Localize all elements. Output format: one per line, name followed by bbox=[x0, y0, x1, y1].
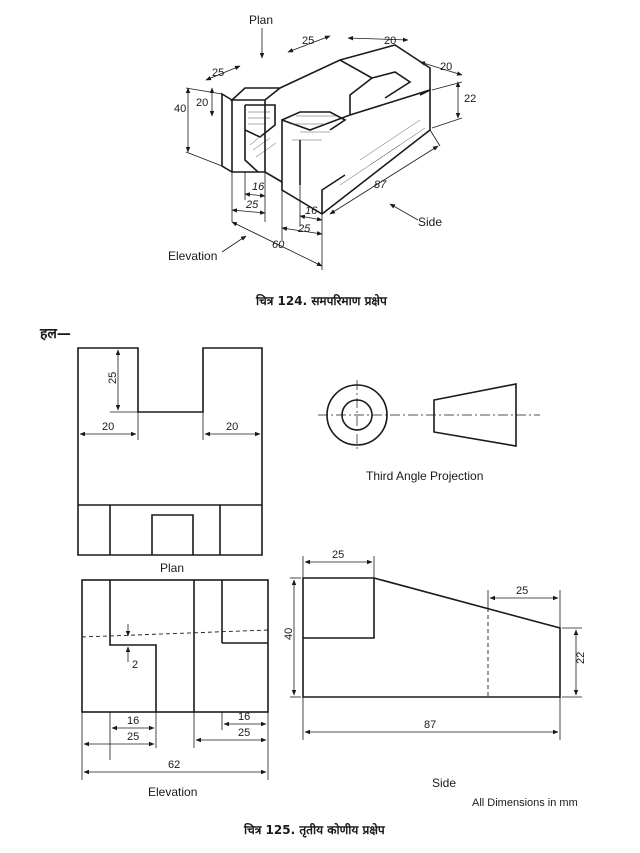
elevation-hidden-line bbox=[81, 629, 269, 638]
iso-left-side-edge bbox=[221, 92, 233, 173]
isometric-dimensions: Plan 25 20 20 22 25 20 40 16 25 bbox=[168, 13, 476, 270]
elev-dim-62: 62 bbox=[168, 759, 180, 771]
side-outline bbox=[302, 577, 561, 698]
iso-plan-label: Plan bbox=[249, 13, 273, 27]
plan-dim-20-left: 20 bbox=[102, 421, 114, 433]
ext-40a bbox=[185, 87, 223, 95]
dim-line-87 bbox=[329, 145, 439, 215]
plan-outline bbox=[77, 347, 263, 556]
elevation-label: Elevation bbox=[148, 785, 197, 799]
side-dim-25-top: 25 bbox=[332, 549, 344, 561]
elev-dim-25-right: 25 bbox=[238, 727, 250, 739]
projection-label: Third Angle Projection bbox=[366, 469, 483, 483]
elevation-arrow bbox=[221, 235, 247, 253]
iso-back-top bbox=[339, 44, 431, 96]
dim-line-25-a bbox=[231, 208, 266, 215]
side-dim-22: 22 bbox=[575, 652, 587, 664]
elev-dim-16-right: 16 bbox=[238, 711, 250, 723]
plan-label: Plan bbox=[160, 561, 184, 575]
iso-right-step bbox=[281, 111, 347, 131]
elevation-left-step bbox=[109, 580, 157, 712]
dim-line-60 bbox=[231, 221, 323, 267]
iso-slope-face bbox=[321, 88, 431, 215]
iso-slope-texture bbox=[339, 119, 426, 186]
dim-line-16-a bbox=[244, 192, 266, 198]
dim-25-a: 25 bbox=[245, 199, 259, 211]
iso-front-corner bbox=[321, 174, 346, 214]
dim-25-left: 25 bbox=[212, 67, 224, 79]
dim-60: 60 bbox=[272, 239, 285, 251]
elevation-view: 2 16 25 16 25 62 Elevation bbox=[81, 579, 269, 799]
elev-dim-16-left: 16 bbox=[127, 715, 139, 727]
dim-25-top: 25 bbox=[302, 35, 314, 47]
dim-line-20-right bbox=[419, 61, 463, 76]
side-dim-25-right: 25 bbox=[516, 585, 528, 597]
symbol-frustum bbox=[433, 383, 517, 447]
iso-left-slot-inner bbox=[244, 104, 276, 138]
iso-left-slot bbox=[244, 105, 259, 173]
ext-87 bbox=[429, 129, 441, 147]
iso-elevation-label: Elevation bbox=[168, 249, 217, 263]
plan-dim-25: 25 bbox=[107, 372, 119, 384]
side-label: Side bbox=[432, 776, 456, 790]
iso-left-top-face bbox=[229, 87, 283, 101]
ext-22a bbox=[431, 81, 463, 91]
side-dim-87: 87 bbox=[424, 719, 436, 731]
dim-line-25-left bbox=[205, 65, 241, 81]
elev-dim-2: 2 bbox=[132, 659, 138, 671]
dim-line-16-b bbox=[299, 214, 323, 222]
dim-line-20-top bbox=[347, 35, 409, 43]
dim-87: 87 bbox=[374, 179, 387, 191]
dim-16-b: 16 bbox=[305, 205, 318, 217]
elev-dim-25-left: 25 bbox=[127, 731, 139, 743]
plan-center-notch bbox=[151, 514, 194, 555]
side-arrow bbox=[389, 203, 419, 221]
solution-label: हल— bbox=[39, 326, 71, 342]
dim-20-left: 20 bbox=[196, 97, 208, 109]
plan-dim-20-right: 20 bbox=[226, 421, 238, 433]
side-dim-40: 40 bbox=[283, 628, 295, 640]
ext-40b bbox=[185, 151, 223, 167]
dim-16-a: 16 bbox=[252, 181, 265, 193]
ext-22b bbox=[431, 117, 463, 129]
iso-back-slot bbox=[371, 71, 412, 99]
dim-20-top: 20 bbox=[384, 35, 396, 47]
third-angle-symbol: Third Angle Projection bbox=[318, 380, 540, 483]
elevation-outline bbox=[81, 579, 269, 713]
iso-left-right-edge bbox=[264, 100, 283, 183]
dim-20-right: 20 bbox=[440, 61, 452, 73]
iso-left-hatching bbox=[248, 111, 277, 158]
figure-125-caption: चित्र 125. तृतीय कोणीय प्रक्षेप bbox=[243, 823, 386, 838]
iso-top-slot-outline bbox=[279, 59, 374, 140]
dim-line-25-top bbox=[287, 35, 331, 53]
dim-25-b: 25 bbox=[297, 223, 311, 235]
side-view: 25 25 40 22 87 Side bbox=[283, 549, 587, 790]
figure-124-caption: चित्र 124. समपरिमाण प्रक्षेप bbox=[255, 294, 388, 308]
dimensions-note: All Dimensions in mm bbox=[472, 797, 578, 809]
dim-40-left: 40 bbox=[174, 103, 186, 115]
dim-22-right: 22 bbox=[464, 93, 476, 105]
side-slot bbox=[303, 578, 375, 639]
iso-right-front-face bbox=[281, 140, 323, 215]
iso-side-label: Side bbox=[418, 215, 442, 229]
plan-view: 25 20 20 Plan bbox=[77, 347, 263, 575]
iso-right-hatching bbox=[290, 115, 336, 141]
